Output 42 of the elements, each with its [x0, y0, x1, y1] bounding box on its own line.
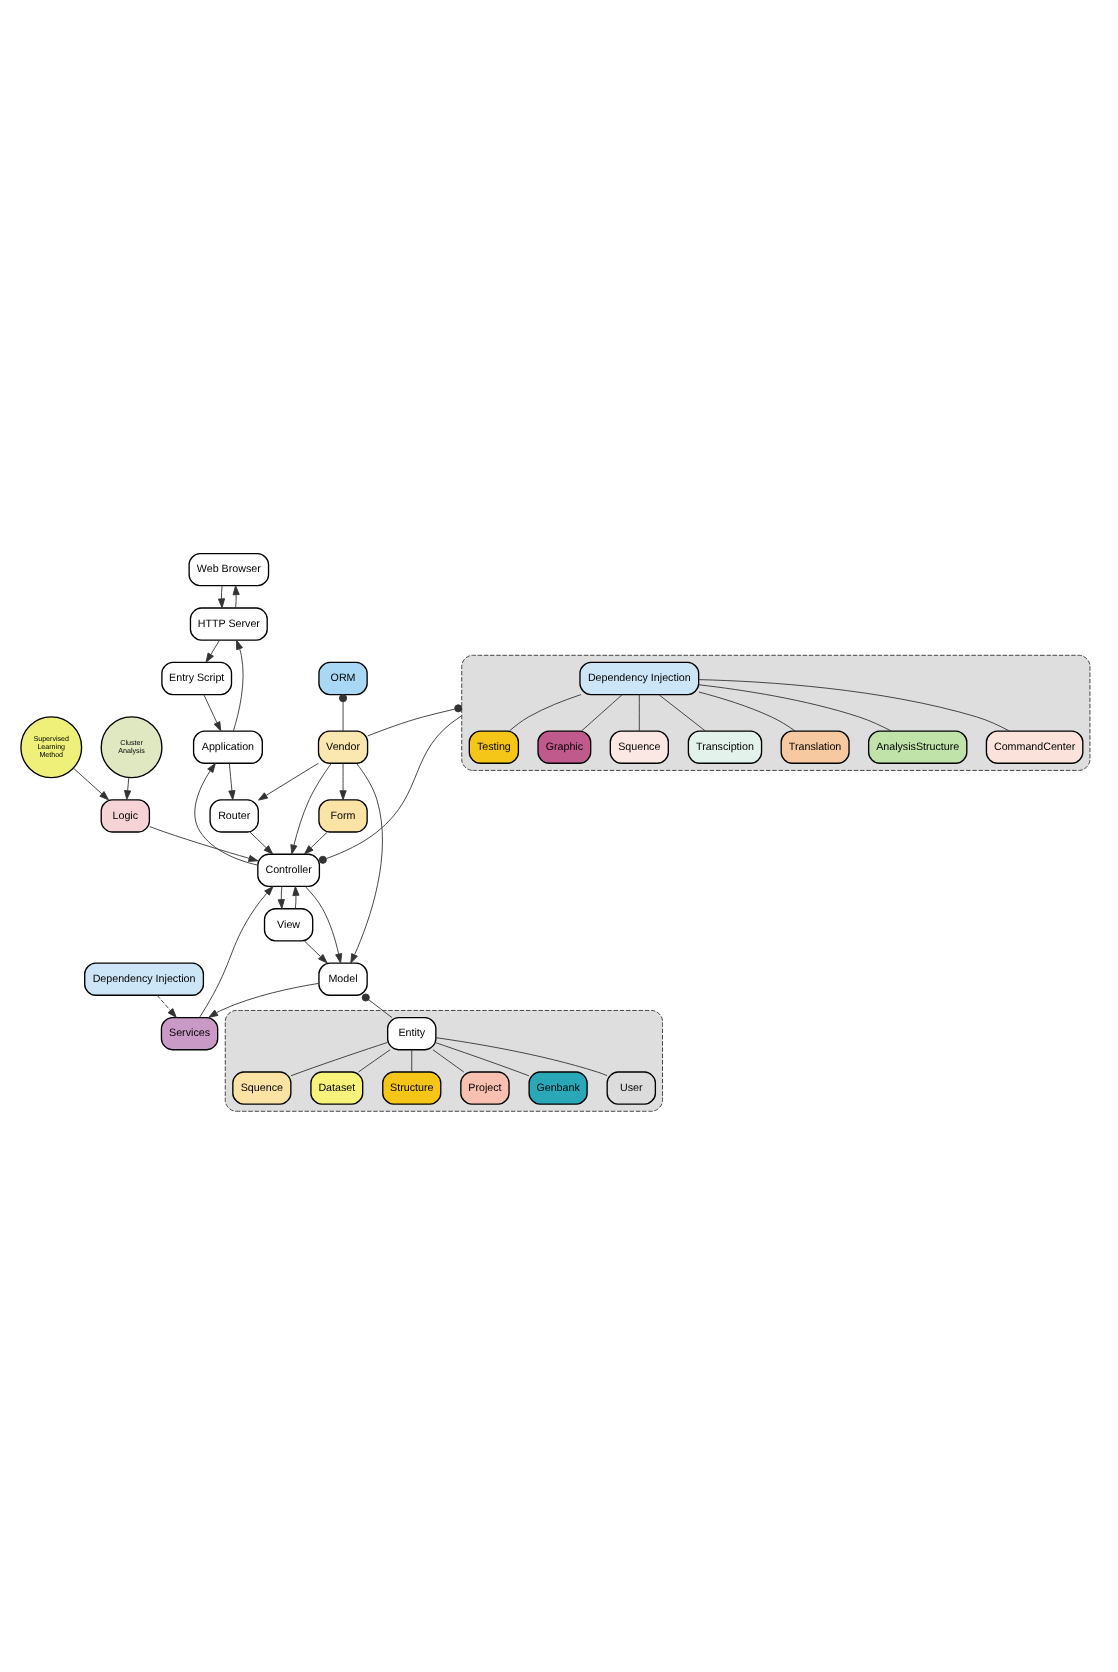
cluster: [224, 1010, 663, 1112]
connector: [509, 694, 582, 732]
arrow: [232, 639, 244, 732]
connector: [658, 694, 706, 732]
arrow: [228, 762, 236, 801]
cluster: [461, 654, 1091, 771]
arrow: [257, 762, 319, 801]
connector: [339, 694, 348, 732]
connector: [367, 704, 463, 737]
arrow: [205, 639, 220, 663]
arrow: [290, 763, 332, 855]
connector: [432, 1049, 465, 1073]
connector: [581, 694, 623, 732]
connector: [358, 1049, 391, 1073]
connector: [638, 694, 640, 732]
arrow: [304, 831, 328, 855]
connector: [290, 1042, 388, 1077]
arrow: [303, 940, 328, 964]
connector: [411, 1049, 413, 1073]
connector: [318, 715, 463, 864]
arrow: [232, 585, 240, 609]
connector: [698, 691, 796, 732]
arrow: [203, 694, 222, 732]
arrow: [339, 762, 347, 801]
arrow: [156, 994, 177, 1018]
arrow: [194, 762, 259, 866]
arrow: [350, 763, 383, 964]
arrow: [73, 767, 109, 801]
arrow: [199, 886, 274, 1018]
connector: [435, 1037, 608, 1077]
arrow: [149, 826, 259, 862]
connector: [698, 679, 1010, 732]
connector: [361, 993, 393, 1018]
arrow: [305, 886, 343, 964]
connector: [698, 684, 892, 732]
arrow: [217, 585, 226, 609]
arrow: [124, 777, 132, 801]
arrow: [292, 886, 300, 909]
arrow: [277, 886, 285, 909]
connector: [435, 1042, 530, 1077]
arrow: [249, 831, 274, 855]
arrow: [208, 982, 320, 1018]
